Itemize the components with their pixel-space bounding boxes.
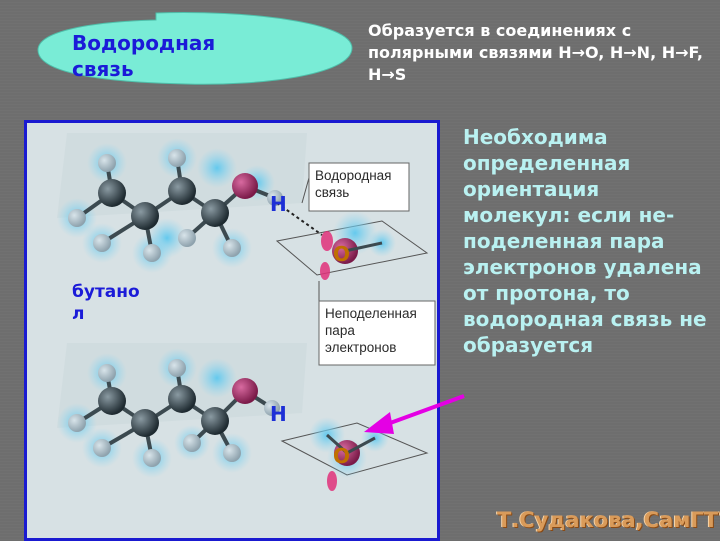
molecule-illustration — [57, 133, 436, 491]
lonepair-label: Неподеленная пара электронов — [325, 305, 417, 356]
lonepair-label-line-1: Неподеленная — [325, 306, 417, 321]
orientation-note: Необходима определенная ориентация молек… — [463, 125, 707, 357]
polar-bonds-note: Образуется в соединениях с полярными свя… — [368, 21, 703, 84]
slide-title: Водородная связь — [72, 31, 216, 81]
butanol-label: бутанол — [72, 282, 140, 324]
top-hydrogen-label: H — [270, 192, 287, 216]
hbond-figure: Водородная связь Неподеленная пара элект… — [24, 120, 440, 541]
hbond-label-line-1: Водородная — [315, 168, 392, 183]
bottom-butanol-molecule — [57, 348, 280, 478]
hbond-label-line-2: связь — [315, 185, 350, 200]
author-signature: Т.Судакова,СамГТУ — [497, 508, 720, 532]
bottom-oxygen-label: O — [333, 444, 351, 468]
top-butanol-molecule — [57, 138, 283, 273]
top-oxygen-label: O — [333, 242, 351, 266]
lonepair-label-line-2: пара — [325, 323, 355, 338]
magenta-arrow-icon — [360, 390, 470, 444]
lonepair-label-line-3: электронов — [325, 340, 397, 355]
bottom-hydrogen-label: H — [270, 402, 287, 426]
hbond-label: Водородная связь — [315, 167, 391, 201]
title-oval — [36, 10, 354, 88]
